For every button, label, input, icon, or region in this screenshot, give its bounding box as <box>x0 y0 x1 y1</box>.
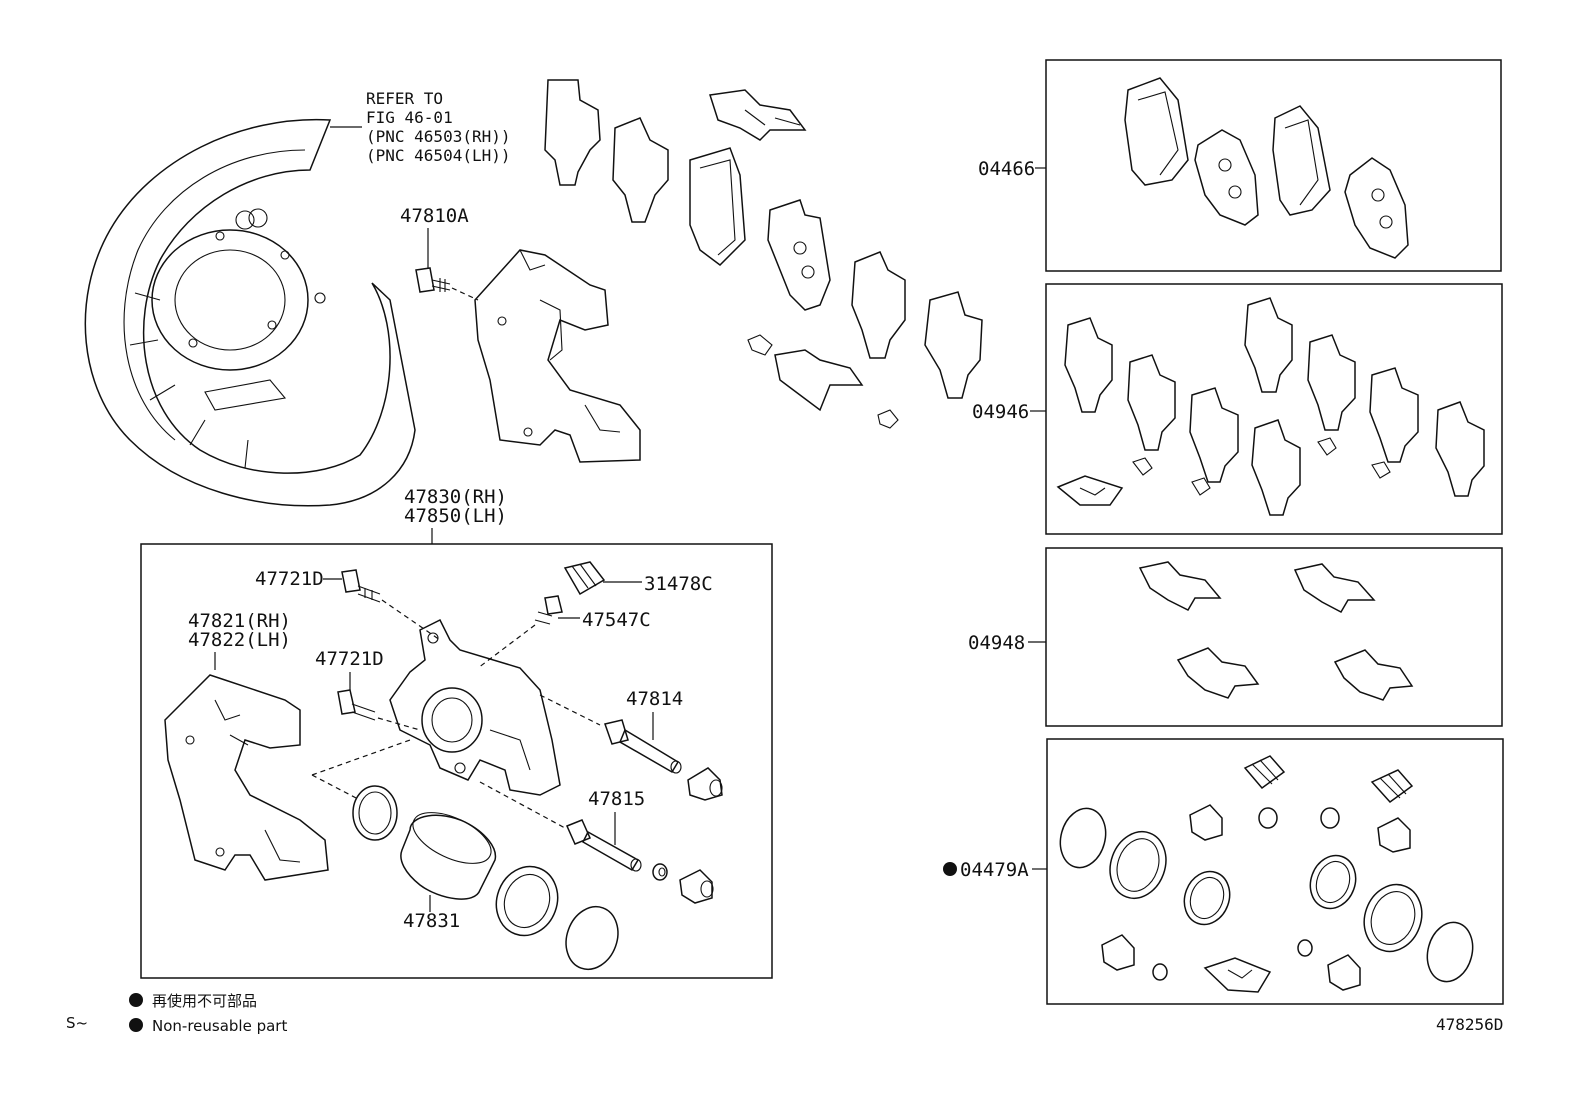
refer-note: REFER TO FIG 46-01 (PNC 46503(RH)) (PNC … <box>330 89 511 165</box>
corner-mark: S~ <box>66 1014 88 1032</box>
kit-04948[interactable]: 04948 <box>968 547 1503 727</box>
label-47821: 47821(RH) <box>188 610 291 632</box>
leader-to-body <box>311 739 411 776</box>
label-47815: 47815 <box>588 788 645 810</box>
label-04946: 04946 <box>972 401 1029 423</box>
part-47831[interactable]: 47831 <box>400 802 499 932</box>
caliper-assy-frame <box>140 543 773 979</box>
boot-47815[interactable] <box>679 869 714 904</box>
frame-04479A <box>1046 738 1504 1005</box>
o-ring[interactable] <box>558 899 627 976</box>
refer-line-1: REFER TO <box>366 89 443 108</box>
part-47821-47822[interactable]: 47821(RH) 47822(LH) <box>164 610 329 881</box>
label-47831: 47831 <box>403 910 460 932</box>
label-04948: 04948 <box>968 632 1025 654</box>
frame-04948 <box>1045 547 1503 727</box>
frame-04466 <box>1045 59 1502 272</box>
refer-line-2: FIG 46-01 <box>366 108 453 127</box>
legend-dot-icon-2 <box>129 1018 143 1032</box>
refer-line-4: (PNC 46504(LH)) <box>366 146 511 165</box>
label-04466: 04466 <box>978 158 1035 180</box>
label-47547C: 47547C <box>582 609 651 631</box>
label-47810A: 47810A <box>400 205 469 227</box>
piston-seal[interactable] <box>352 785 398 841</box>
part-31478C[interactable]: 31478C <box>563 561 713 596</box>
legend-en: Non-reusable part <box>152 1017 287 1035</box>
label-47830: 47830(RH) <box>404 486 507 508</box>
caliper-cylinder-body[interactable] <box>389 618 561 796</box>
label-47721D-2: 47721D <box>315 648 384 670</box>
legend-dot-icon-1 <box>129 993 143 1007</box>
part-47810A[interactable]: 47810A <box>400 205 479 301</box>
upper-caliper-bracket[interactable] <box>474 249 641 463</box>
refer-line-3: (PNC 46503(RH)) <box>366 127 511 146</box>
part-47814[interactable]: 47814 <box>539 688 683 774</box>
boot-47814[interactable] <box>687 767 723 801</box>
figure-code: 478256D <box>1436 1015 1503 1034</box>
label-04479A: 04479A <box>960 859 1029 881</box>
label-47822: 47822(LH) <box>188 629 291 651</box>
frame-04946 <box>1045 283 1503 535</box>
non-reusable-dot-icon <box>943 862 957 876</box>
bushing-47815[interactable] <box>652 863 668 881</box>
label-47850: 47850(LH) <box>404 505 507 527</box>
legend: 再使用不可部品 Non-reusable part S~ 478256D <box>66 992 1503 1035</box>
part-47815[interactable]: 47815 <box>479 781 645 872</box>
piston-boot[interactable] <box>487 858 567 944</box>
legend-jp: 再使用不可部品 <box>152 992 257 1010</box>
part-47547C[interactable]: 47547C <box>477 595 651 669</box>
label-47814: 47814 <box>626 688 683 710</box>
kit-04466[interactable]: 04466 <box>978 59 1502 272</box>
label-47721D-1: 47721D <box>255 568 324 590</box>
dust-shield[interactable] <box>84 118 416 507</box>
caliper-assy-box: 47830(RH) 47850(LH) <box>140 486 773 979</box>
kit-04946[interactable]: 04946 <box>972 283 1503 535</box>
loose-pads-upper[interactable] <box>544 79 983 429</box>
kit-04479A[interactable]: 04479A <box>943 738 1504 1005</box>
part-47721D-lower[interactable]: 47721D <box>315 648 421 731</box>
leader-to-seal <box>311 774 361 801</box>
label-31478C: 31478C <box>644 573 713 595</box>
